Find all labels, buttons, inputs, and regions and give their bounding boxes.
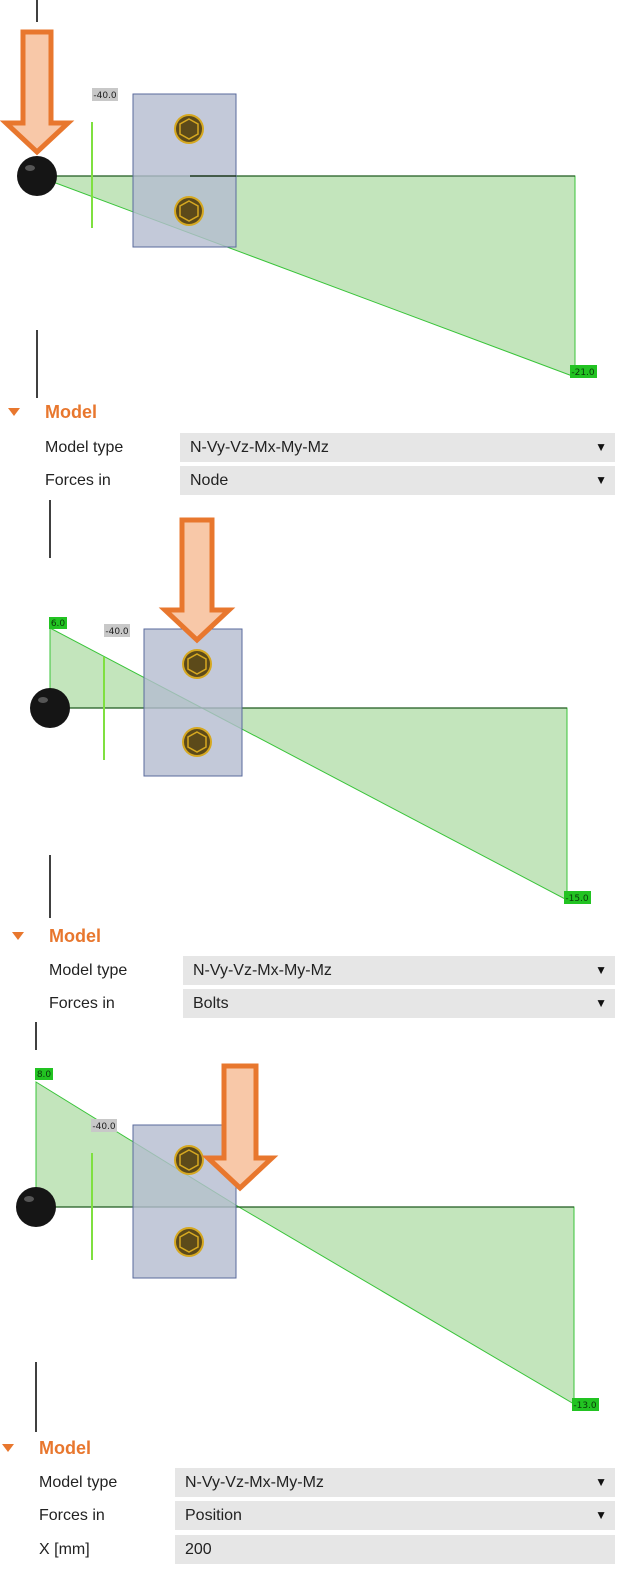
panel-2: 6.0 -40.0 -15.0 xyxy=(0,500,621,920)
chevron-down-icon[interactable]: ▼ xyxy=(595,440,607,454)
model-type-value: N-Vy-Vz-Mx-My-Mz xyxy=(193,962,332,979)
down-arrow-icon xyxy=(158,517,236,644)
bolt-hex-icon[interactable] xyxy=(174,1227,204,1257)
model-type-dropdown[interactable]: N-Vy-Vz-Mx-My-Mz ▼ xyxy=(175,1468,615,1497)
model-type-row: Model type N-Vy-Vz-Mx-My-Mz ▼ xyxy=(39,1468,615,1498)
moment-diagram-negative xyxy=(237,1206,575,1405)
collapse-triangle-icon[interactable] xyxy=(8,408,20,416)
collapse-triangle-icon[interactable] xyxy=(12,932,24,940)
chevron-down-icon[interactable]: ▼ xyxy=(595,963,607,977)
chevron-down-icon[interactable]: ▼ xyxy=(595,996,607,1010)
model-title: Model xyxy=(39,1437,91,1458)
model-type-value: N-Vy-Vz-Mx-My-Mz xyxy=(185,1474,324,1491)
value-label-start: 6.0 xyxy=(51,619,66,629)
forces-in-dropdown[interactable]: Bolts ▼ xyxy=(183,989,615,1018)
model-type-row: Model type N-Vy-Vz-Mx-My-Mz ▼ xyxy=(45,433,615,463)
panel-3: 8.0 -40.0 -13.0 xyxy=(0,1022,621,1434)
model-section-header-3[interactable]: Model xyxy=(2,1438,202,1458)
model-type-label: Model type xyxy=(39,1474,118,1491)
moment-diagram-negative xyxy=(201,707,568,901)
bolt-hex-icon[interactable] xyxy=(182,649,212,679)
forces-in-value: Node xyxy=(190,472,229,489)
x-position-row: X [mm] 200 xyxy=(39,1535,615,1565)
model-type-label: Model type xyxy=(49,962,128,979)
diagram-view-3[interactable]: 8.0 -40.0 -13.0 xyxy=(0,1022,621,1434)
moment-diagram xyxy=(36,175,576,378)
x-position-input[interactable]: 200 xyxy=(175,1535,615,1564)
down-arrow-icon xyxy=(0,29,75,156)
bolt-hex-icon[interactable] xyxy=(182,727,212,757)
value-label-grey: -40.0 xyxy=(93,91,117,101)
node-ball-icon[interactable] xyxy=(17,156,57,196)
node-ball-icon[interactable] xyxy=(16,1187,56,1227)
model-type-row: Model type N-Vy-Vz-Mx-My-Mz ▼ xyxy=(49,956,615,986)
model-section-header-1[interactable]: Model xyxy=(8,402,208,422)
value-label-grey: -40.0 xyxy=(105,627,129,637)
model-type-label: Model type xyxy=(45,439,124,456)
down-arrow-icon xyxy=(201,1063,279,1192)
forces-in-value: Bolts xyxy=(193,995,229,1012)
node-ball-icon[interactable] xyxy=(30,688,70,728)
model-type-dropdown[interactable]: N-Vy-Vz-Mx-My-Mz ▼ xyxy=(183,956,615,985)
forces-in-dropdown[interactable]: Node ▼ xyxy=(180,466,615,495)
forces-in-label: Forces in xyxy=(39,1507,105,1524)
model-type-dropdown[interactable]: N-Vy-Vz-Mx-My-Mz ▼ xyxy=(180,433,615,462)
value-label-grey: -40.0 xyxy=(92,1122,116,1132)
value-label-end: -13.0 xyxy=(573,1401,597,1411)
forces-in-row: Forces in Node ▼ xyxy=(45,466,615,496)
diagram-view-2[interactable]: 6.0 -40.0 -15.0 xyxy=(0,500,621,920)
forces-in-label: Forces in xyxy=(49,995,115,1012)
collapse-triangle-icon[interactable] xyxy=(2,1444,14,1452)
model-title: Model xyxy=(49,925,101,946)
x-position-label: X [mm] xyxy=(39,1541,90,1558)
forces-in-row: Forces in Bolts ▼ xyxy=(49,989,615,1019)
model-type-value: N-Vy-Vz-Mx-My-Mz xyxy=(190,439,329,456)
bolt-hex-icon[interactable] xyxy=(174,1145,204,1175)
panel-1: -40.0 -21.0 xyxy=(0,0,621,400)
x-position-value: 200 xyxy=(185,1541,212,1558)
chevron-down-icon[interactable]: ▼ xyxy=(595,1475,607,1489)
chevron-down-icon[interactable]: ▼ xyxy=(595,1508,607,1522)
value-label-end: -15.0 xyxy=(565,894,589,904)
value-label-start: 8.0 xyxy=(37,1070,52,1080)
forces-in-value: Position xyxy=(185,1507,242,1524)
chevron-down-icon[interactable]: ▼ xyxy=(595,473,607,487)
model-title: Model xyxy=(45,401,97,422)
bolt-hex-icon[interactable] xyxy=(174,114,204,144)
bolt-hex-icon[interactable] xyxy=(174,196,204,226)
diagram-view-1[interactable]: -40.0 -21.0 xyxy=(0,0,621,400)
model-section-header-2[interactable]: Model xyxy=(12,926,212,946)
forces-in-dropdown[interactable]: Position ▼ xyxy=(175,1501,615,1530)
forces-in-row: Forces in Position ▼ xyxy=(39,1501,615,1531)
forces-in-label: Forces in xyxy=(45,472,111,489)
value-label-end: -21.0 xyxy=(571,368,595,378)
